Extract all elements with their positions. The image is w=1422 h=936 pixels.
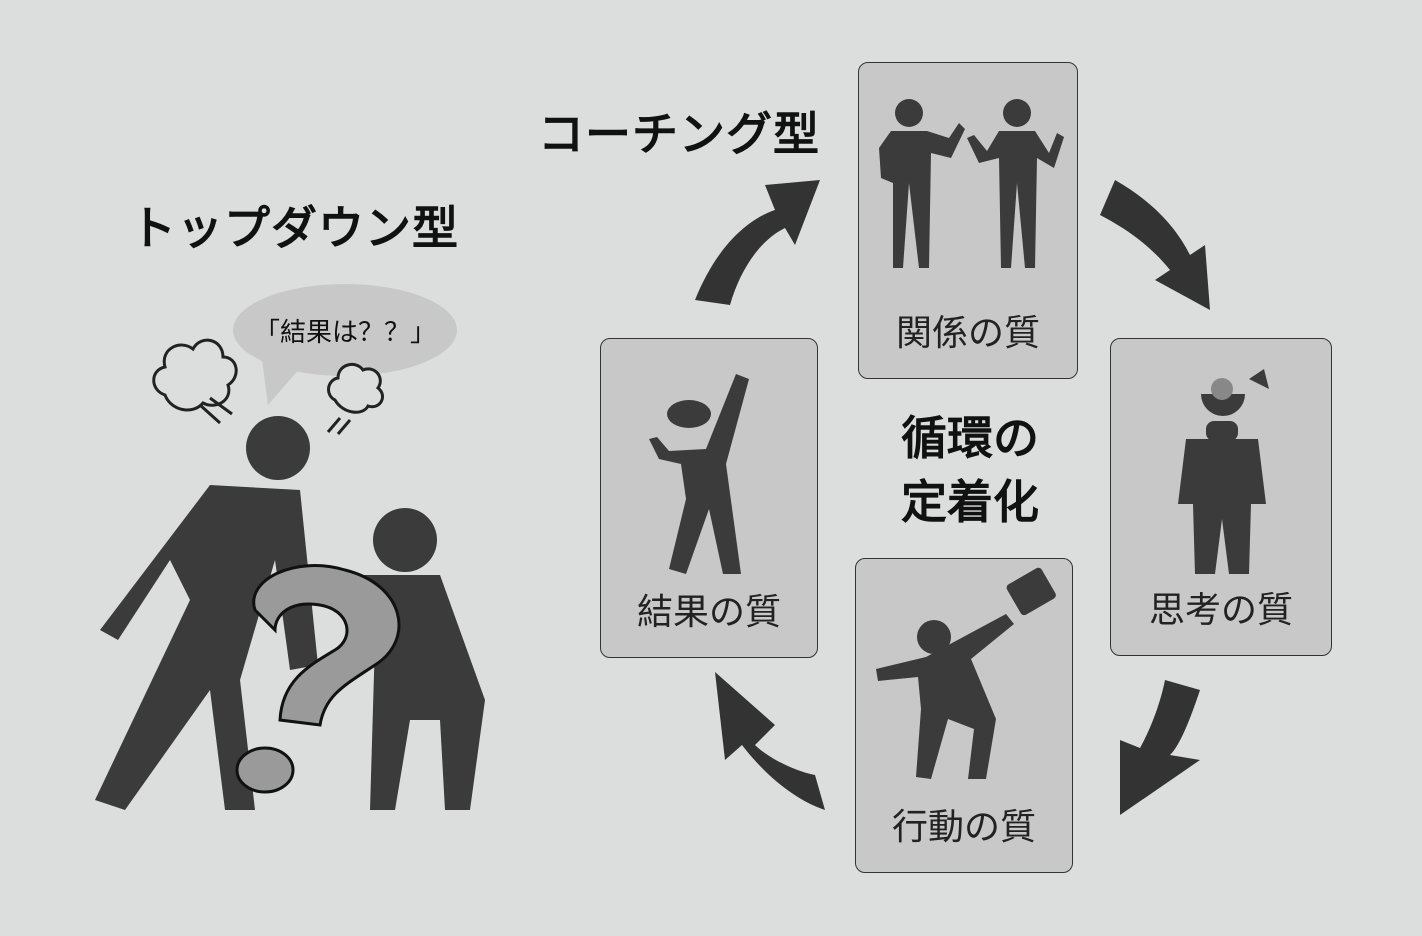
arrow-relation-to-thought (1100, 180, 1210, 310)
active-person-icon (876, 567, 1056, 779)
anger-puff-icon (152, 338, 384, 435)
card-label: 結果の質 (636, 592, 781, 633)
cycle-arrows (695, 180, 1210, 815)
coaching-title: コーチング型 (538, 107, 820, 161)
speech-bubble-text: 「結果は？？」 (253, 318, 436, 348)
celebrating-person-icon (649, 374, 749, 574)
card-label: 関係の質 (895, 313, 1040, 354)
card-label: 行動の質 (891, 807, 1036, 848)
center-text-line2: 定着化 (901, 475, 1039, 529)
card-action-quality: 行動の質 (855, 558, 1073, 873)
card-label: 思考の質 (1148, 590, 1293, 631)
arrow-thought-to-action (1120, 680, 1200, 815)
center-text-line1: 循環の (901, 411, 1039, 465)
arrow-result-to-relation (695, 180, 820, 305)
card-thought-quality: 思考の質 (1110, 338, 1332, 656)
card-result-quality: 結果の質 (600, 338, 818, 658)
speech-bubble (233, 284, 457, 405)
thinking-person-icon (1178, 369, 1269, 574)
card-relationship-quality: 関係の質 (858, 62, 1078, 379)
two-people-icon (879, 99, 1064, 268)
topdown-title: トップダウン型 (130, 201, 459, 255)
boss-figure (95, 416, 318, 810)
arrow-action-to-result (715, 672, 825, 810)
question-mark-icon (235, 564, 401, 794)
